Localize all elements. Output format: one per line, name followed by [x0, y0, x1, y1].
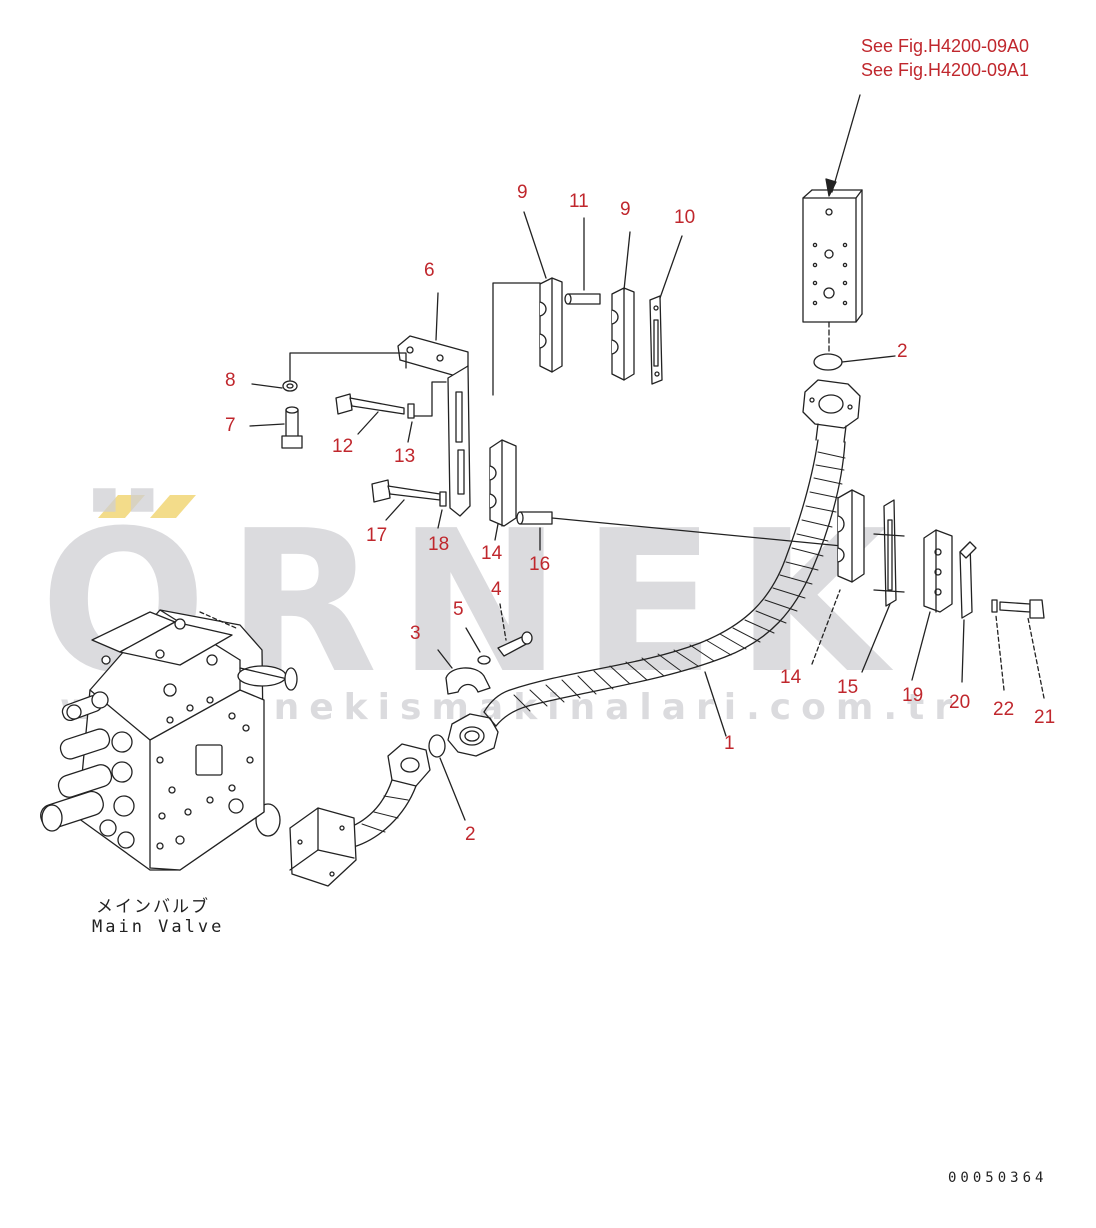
bolt-4 [497, 603, 533, 657]
half-clamp-3 [437, 649, 491, 695]
callout-6: 6 [424, 260, 435, 281]
washer-5 [465, 627, 491, 665]
callout-2-lower: 2 [465, 824, 476, 845]
callout-20: 20 [949, 692, 971, 713]
callout-5: 5 [453, 599, 464, 620]
callout-14-right: 14 [780, 667, 802, 688]
block-19 [923, 529, 953, 613]
washer-22 [991, 599, 998, 613]
bolt-21 [999, 599, 1045, 619]
clamp-half-9b [611, 287, 635, 381]
callout-12: 12 [332, 436, 354, 457]
hose-spiral-wrap [513, 451, 846, 712]
callout-15: 15 [837, 677, 859, 698]
callout-10: 10 [674, 207, 696, 228]
o-ring-upper [813, 353, 843, 371]
reference-arrow [825, 94, 861, 197]
main-valve-label-en: Main Valve [92, 917, 225, 937]
fig-reference-1: See Fig.H4200-09A0 [860, 36, 1030, 56]
hose-bottom-fitting [447, 711, 499, 757]
callout-21: 21 [1034, 707, 1056, 728]
callout-16: 16 [529, 554, 551, 575]
callout-1: 1 [724, 733, 735, 754]
callout-4: 4 [491, 579, 502, 600]
callout-17: 17 [366, 525, 388, 546]
callout-8: 8 [225, 370, 236, 391]
bolt-7 [281, 406, 303, 449]
callout-9-right: 9 [620, 199, 631, 220]
hose-outline-inner [495, 441, 846, 727]
hose-top-flange [802, 379, 861, 443]
main-valve-drawing [40, 609, 298, 871]
callout-13: 13 [394, 446, 416, 467]
lock-washer-18 [439, 491, 447, 507]
clamp-half-9a [539, 277, 563, 373]
washer-8 [282, 380, 298, 392]
callout-7: 7 [225, 415, 236, 436]
bolt-12 [335, 393, 405, 415]
callout-22: 22 [993, 699, 1015, 720]
bracket-6 [397, 335, 471, 517]
plate-15 [873, 499, 905, 607]
top-port-block [802, 189, 863, 323]
callout-18: 18 [428, 534, 450, 555]
bolt-17 [371, 479, 441, 503]
drawing-number: 00050364 [948, 1170, 1048, 1186]
callout-14-middle: 14 [481, 543, 503, 564]
lock-washer-13 [407, 403, 415, 419]
elbow-pipe [289, 743, 431, 887]
clamp-14-right [837, 489, 865, 583]
callout-19: 19 [902, 685, 924, 706]
pin-11 [564, 293, 601, 305]
valve-leader [199, 611, 237, 629]
main-valve-label-jp: メインバルブ [96, 897, 210, 917]
hose-outline-outer [483, 439, 819, 713]
plate-10 [649, 295, 663, 385]
fig-reference-2: See Fig.H4200-09A1 [860, 60, 1030, 80]
plate-20 [959, 541, 977, 619]
clamp-14-middle [489, 439, 517, 527]
callout-9-left: 9 [517, 182, 528, 203]
sleeve-16 [516, 511, 553, 525]
callout-3: 3 [410, 623, 421, 644]
callout-11: 11 [569, 191, 589, 212]
callout-2-upper: 2 [897, 341, 908, 362]
o-ring-lower [428, 734, 446, 758]
